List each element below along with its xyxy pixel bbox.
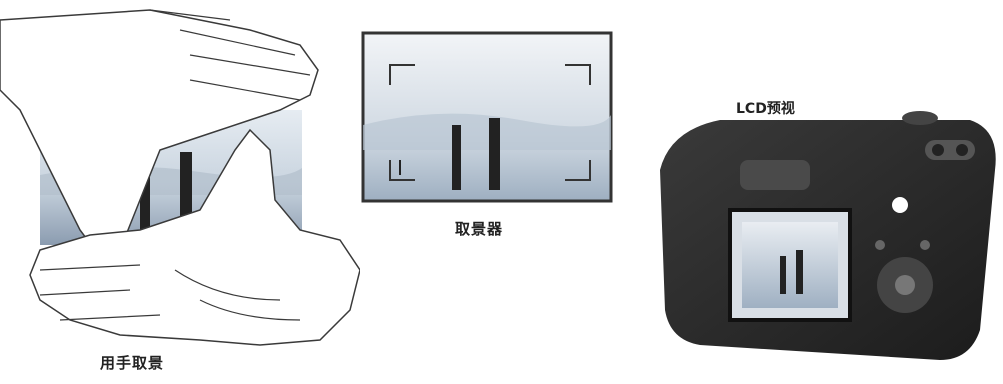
- caption-hand-framing: 用手取景: [100, 352, 164, 373]
- shutter-button: [902, 111, 938, 125]
- camera-viewfinder-window: [740, 160, 810, 190]
- flash-led: [892, 197, 908, 213]
- caption-lcd-preview: LCD预视: [736, 98, 795, 118]
- viewfinder-illustration: [360, 30, 615, 205]
- hand-framing-illustration: [0, 0, 360, 384]
- caption-viewfinder: 取景器: [455, 218, 503, 239]
- camera-illustration: [640, 0, 1003, 384]
